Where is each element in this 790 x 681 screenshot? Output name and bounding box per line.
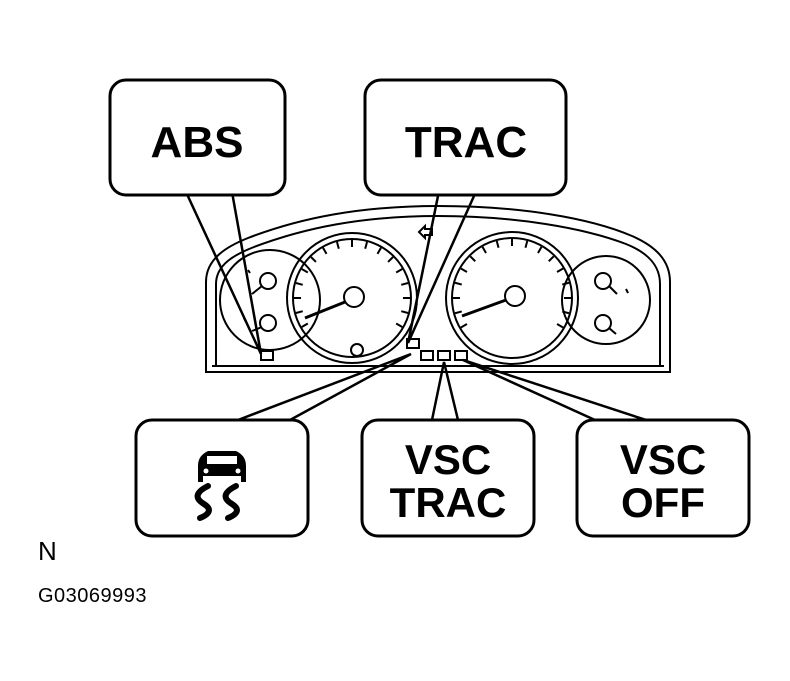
callout-vsc-trac-label-line2: TRAC: [390, 479, 507, 526]
gauge-tick: [322, 247, 328, 255]
right-lower-gauge-needle: [608, 327, 617, 335]
speedometer-inner-ring: [292, 238, 412, 358]
cluster-outer-housing: [205, 204, 671, 373]
vsc-off-lamp: [454, 350, 468, 361]
gauge-tick: [537, 246, 543, 254]
cluster-inner-bezel: [215, 214, 661, 367]
orientation-label: N: [38, 536, 57, 566]
speedometer-needle: [304, 300, 346, 320]
vsc-trac-leader-line: [430, 361, 460, 421]
gauge-tick: [395, 322, 403, 328]
slip-leader-line: [237, 352, 412, 422]
instrument-cluster: [205, 204, 671, 373]
slip-car-window: [207, 456, 237, 464]
speedometer-outer-ring: [286, 232, 418, 364]
speedometer: [286, 232, 418, 364]
left-upper-gauge-needle: [251, 285, 263, 295]
abs-lamp: [260, 350, 274, 361]
callout-vsc-off-label-line1: VSC: [620, 436, 706, 483]
gauge-tick: [336, 241, 340, 249]
tachometer: [445, 231, 579, 365]
gauge-tick: [401, 282, 409, 286]
slip-indicator-lamp: [420, 350, 434, 361]
gauge-tick: [376, 247, 382, 255]
left-upper-gauge-hub: [259, 272, 277, 290]
right-lower-gauge-hub: [594, 314, 612, 332]
trac-lamp: [406, 338, 420, 349]
vsc-off-leader-line: [462, 358, 647, 422]
figure-code-label: G03069993: [38, 585, 148, 607]
callout-slip-box: [134, 418, 310, 538]
callout-trac: TRAC: [363, 78, 568, 197]
tachometer-ticks: [453, 239, 571, 329]
gauge-tick: [454, 281, 463, 286]
callout-vsc-off: VSC OFF: [575, 418, 751, 538]
vsc-trac-lamp: [437, 350, 451, 361]
gauge-tick: [454, 310, 463, 315]
callout-slip: [134, 418, 310, 538]
gauge-tick: [481, 246, 487, 254]
left-lower-gauge-hub: [259, 314, 277, 332]
gauge-tick: [495, 240, 500, 249]
callout-vsc-off-box: [575, 418, 751, 538]
indicator-lamps: [260, 338, 468, 361]
gauge-tick: [310, 256, 317, 263]
callout-trac-box: [363, 78, 568, 197]
callout-abs-label: ABS: [151, 118, 244, 167]
gauge-tick: [556, 323, 564, 329]
callout-vsc-trac-box: [360, 418, 536, 538]
left-arrow-icon: [417, 223, 433, 241]
gauge-tick: [548, 255, 555, 262]
slip-skid-mark-left: [194, 483, 212, 521]
tachometer-inner-ring: [451, 237, 573, 359]
turn-arrow-indicator: [417, 223, 433, 241]
gauge-tick: [364, 241, 368, 249]
gauge-tick: [524, 240, 529, 249]
gauge-tick: [469, 255, 476, 262]
callout-abs: ABS: [108, 78, 287, 197]
right-upper-gauge-needle: [608, 285, 618, 295]
abs-leader-line: [184, 191, 263, 355]
leader-lines: [184, 191, 647, 422]
gauge-tick: [460, 267, 468, 273]
right-upper-gauge-hub: [594, 272, 612, 290]
speedometer-lower-knob: [350, 343, 364, 357]
gauge-tick: [295, 282, 303, 286]
gauge-tick: [395, 268, 403, 274]
gauge-tick: [401, 310, 409, 314]
speedometer-ticks: [294, 240, 410, 328]
tachometer-needle: [461, 298, 507, 318]
slip-skid-mark-right: [222, 483, 240, 521]
gauge-tick: [556, 267, 564, 273]
speedometer-hub: [343, 286, 365, 308]
callout-vsc-trac-label-line1: VSC: [405, 436, 491, 483]
trac-leader-line: [406, 195, 476, 344]
gauge-tick: [460, 323, 468, 329]
slip-indicator-icon: [194, 451, 246, 521]
tachometer-hub: [504, 285, 526, 307]
right-small-gauges: [561, 255, 651, 345]
tachometer-outer-ring: [445, 231, 579, 365]
callout-vsc-trac: VSC TRAC: [360, 418, 536, 538]
callout-vsc-off-label-line2: OFF: [621, 479, 705, 526]
gauge-tick: [387, 256, 394, 263]
callout-trac-label: TRAC: [405, 118, 527, 167]
gauge-tick: [301, 268, 309, 274]
slip-car-headlight-right: [235, 468, 241, 474]
right-gauge-ring: [561, 255, 651, 345]
right-gauge-tick: [625, 288, 629, 294]
callout-abs-box: [108, 78, 287, 197]
slip-car-headlight-left: [203, 468, 209, 474]
gauge-tick: [295, 310, 303, 314]
gauge-tick: [301, 322, 309, 328]
left-gauge-tick: [247, 269, 251, 274]
